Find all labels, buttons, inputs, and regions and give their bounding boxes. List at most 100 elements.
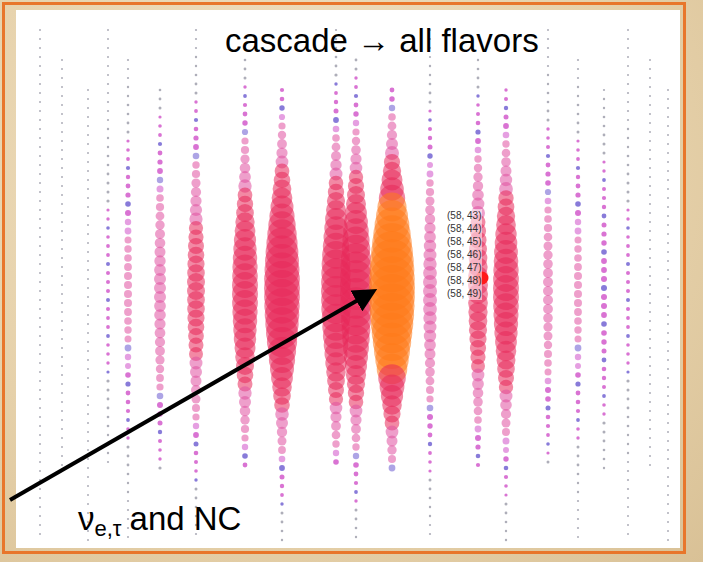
module-dot: [601, 330, 607, 336]
module-dot: [602, 367, 607, 372]
module-dot: [602, 385, 606, 389]
module-dot: [194, 451, 199, 456]
module-dot: [603, 107, 605, 109]
module-dot: [87, 350, 89, 352]
module-dot: [575, 363, 581, 369]
module-dot: [602, 178, 606, 182]
module-dot: [191, 376, 202, 387]
module-dot: [649, 221, 651, 223]
module-dot: [627, 164, 630, 167]
module-dot: [87, 359, 89, 361]
module-dot: [545, 378, 552, 385]
slide-title: cascade → all flavors: [225, 22, 539, 60]
module-dot: [159, 98, 162, 101]
module-dot: [106, 262, 110, 266]
module-dot: [126, 148, 130, 152]
module-dot: [278, 122, 285, 129]
module-dot: [107, 137, 109, 139]
module-dot: [626, 199, 629, 202]
module-dot: [626, 316, 630, 320]
module-dot: [107, 29, 109, 31]
module-dot: [87, 170, 89, 172]
module-dot: [574, 317, 582, 325]
module-dot: [626, 334, 630, 338]
module-dot: [39, 443, 41, 445]
module-dot: [546, 406, 551, 411]
module-dot: [195, 29, 197, 31]
module-dot: [547, 119, 550, 122]
module-dot: [195, 488, 198, 491]
module-dot: [649, 338, 651, 340]
module-dot: [602, 394, 606, 398]
module-dot: [426, 188, 434, 196]
module-dot: [545, 180, 551, 186]
module-dot: [429, 101, 432, 104]
module-dot: [125, 372, 131, 378]
module-dot: [544, 359, 552, 367]
module-dot: [627, 47, 629, 49]
module-dot: [192, 170, 200, 178]
module-dot: [546, 154, 550, 158]
module-dot: [355, 527, 358, 530]
module-dot: [429, 506, 431, 508]
module-dot: [39, 200, 41, 202]
module-dot: [191, 178, 200, 187]
module-dot: [627, 155, 630, 158]
module-dot: [603, 116, 606, 119]
module-dot: [242, 444, 248, 450]
module-dot: [354, 481, 358, 485]
module-dot: [544, 350, 552, 358]
module-dot: [649, 59, 651, 61]
module-dot: [574, 281, 582, 289]
module-dot: [106, 298, 110, 302]
module-dot: [87, 413, 89, 415]
module-dot: [627, 101, 629, 103]
module-dot: [127, 491, 129, 493]
module-dot: [576, 400, 581, 405]
module-dot: [667, 530, 669, 532]
module-dot: [39, 92, 41, 94]
module-dot: [39, 272, 41, 274]
module-dot: [156, 194, 164, 202]
module-dot: [576, 139, 579, 142]
module-dot: [87, 287, 89, 289]
module-dot: [627, 416, 630, 419]
module-dot: [667, 188, 669, 190]
module-dot: [667, 107, 669, 109]
module-dot: [577, 122, 580, 125]
module-dot: [502, 140, 509, 147]
module-dot: [124, 326, 131, 333]
module-dot: [649, 131, 651, 133]
module-dot: [39, 146, 41, 148]
module-dot: [574, 245, 581, 252]
module-dot: [352, 443, 359, 450]
module-dot: [546, 136, 550, 140]
module-dot: [649, 230, 651, 232]
module-dot: [156, 374, 164, 382]
module-dot: [649, 410, 651, 412]
module-dot: [352, 434, 361, 443]
module-dot: [107, 164, 110, 167]
module-dot: [428, 109, 431, 112]
module-dot: [667, 125, 669, 127]
module-dot: [87, 467, 89, 469]
module-dot: [195, 47, 197, 49]
module-dot: [331, 421, 341, 431]
module-dot: [87, 188, 89, 190]
module-dot: [603, 152, 606, 155]
module-dot: [158, 430, 162, 434]
module-dot: [106, 235, 110, 239]
module-dot: [39, 461, 41, 463]
module-dot: [39, 83, 41, 85]
module-dot: [426, 377, 435, 386]
module-dot: [107, 389, 110, 392]
module-dot: [476, 463, 480, 467]
module-dot: [475, 444, 480, 449]
module-dot: [39, 326, 41, 328]
module-dot: [429, 533, 431, 535]
module-dot: [61, 95, 63, 97]
module-dot: [603, 440, 606, 443]
module-dot: [39, 137, 41, 139]
module-dot: [601, 303, 607, 309]
module-dot: [127, 446, 130, 449]
